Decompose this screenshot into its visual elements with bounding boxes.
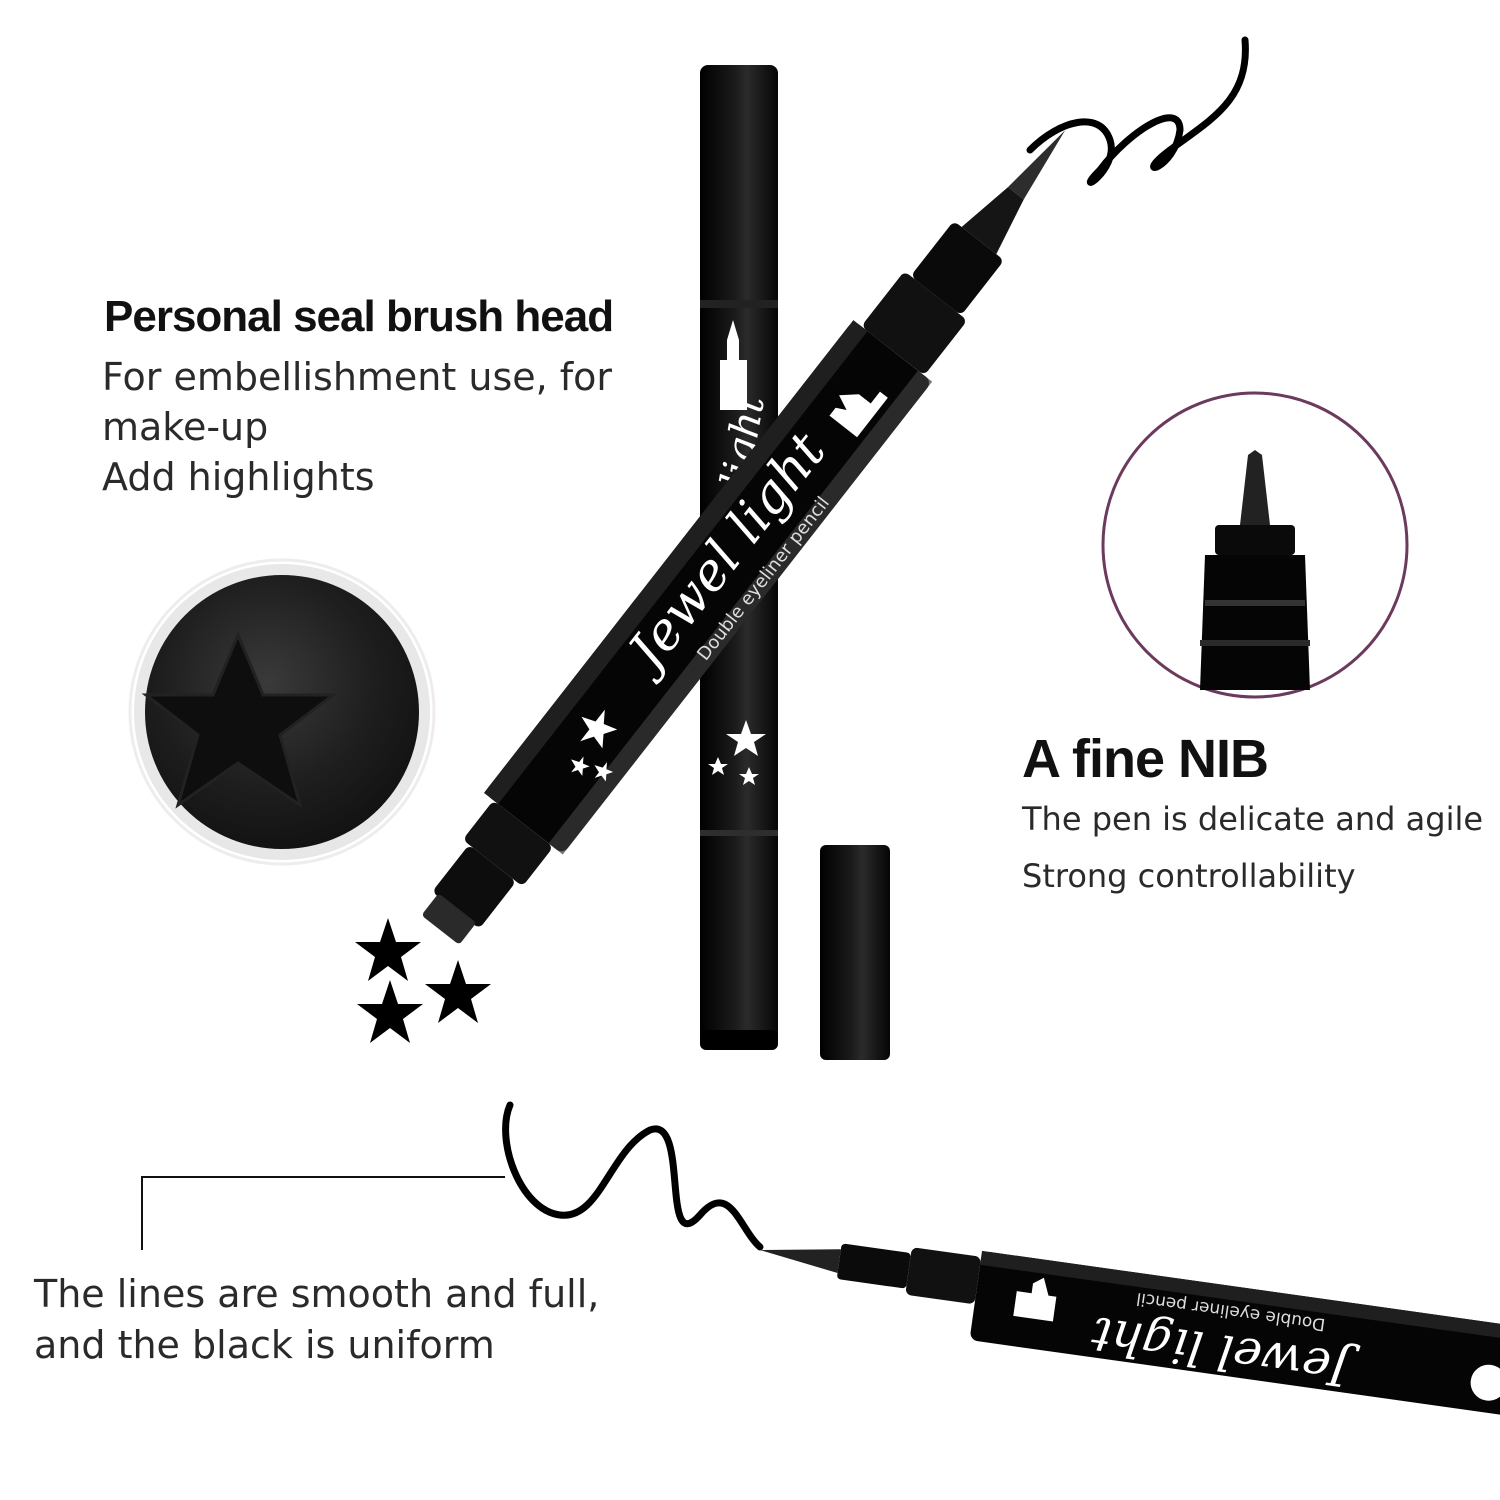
lines-desc-line-2: and the black is uniform — [34, 1323, 495, 1367]
stamped-stars — [355, 918, 491, 1043]
seal-desc-line-1: For embellishment use, for — [102, 355, 613, 399]
pen-cap — [820, 845, 890, 1060]
nib-desc-line-1: The pen is delicate and agile — [1022, 800, 1484, 838]
seal-desc-line-2: make-up — [102, 405, 269, 449]
seal-closeup — [123, 553, 441, 871]
seal-desc-line-3: Add highlights — [102, 455, 375, 499]
lines-desc-line-1: The lines are smooth and full, — [34, 1272, 600, 1316]
seal-title: Personal seal brush head — [104, 292, 614, 341]
ink-squiggle-bottom — [502, 1101, 764, 1251]
ink-squiggle-top — [1026, 36, 1249, 186]
nib-title: A fine NIB — [1022, 729, 1269, 789]
nib-desc-line-2: Strong controllability — [1022, 857, 1356, 895]
callout-line — [141, 1176, 505, 1250]
bottom-pen: Jewel light Double eyeliner pencil — [760, 1243, 1500, 1417]
nib-closeup — [1101, 391, 1409, 699]
